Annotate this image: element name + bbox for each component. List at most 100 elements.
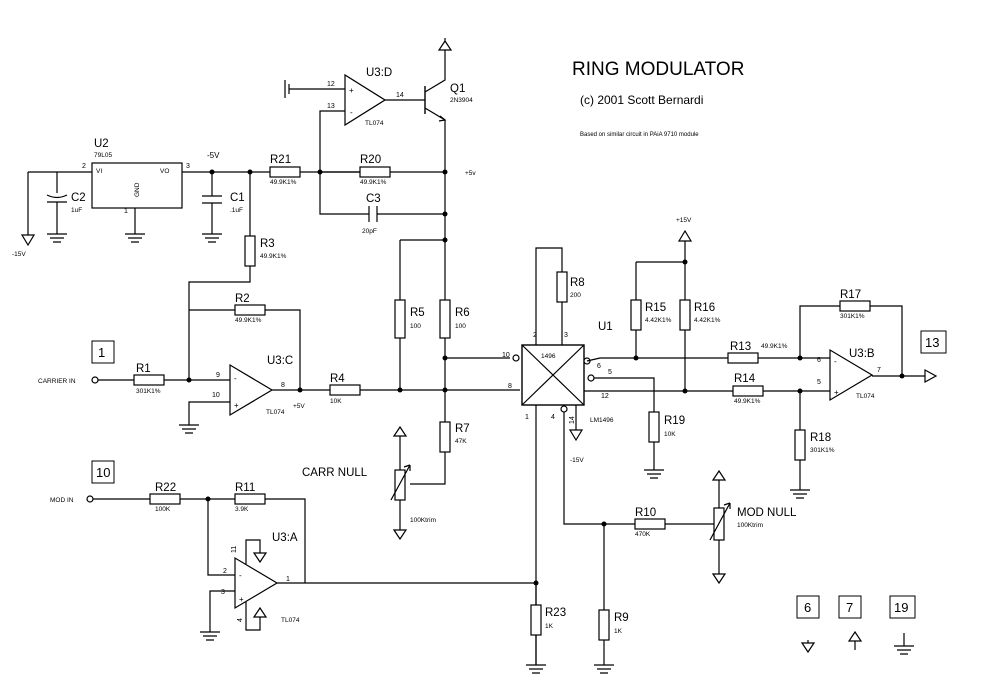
svg-text:2: 2 xyxy=(223,568,227,575)
resistor-r9: R9 1K xyxy=(598,609,629,641)
resistor-r17: R17 301K1% xyxy=(839,289,871,320)
svg-text:3.9K: 3.9K xyxy=(235,506,249,513)
svg-text:301K1%: 301K1% xyxy=(136,388,161,395)
svg-text:1: 1 xyxy=(525,414,529,421)
resistor-r14: R14 49.9K1% xyxy=(732,373,764,405)
svg-text:CARR NULL: CARR NULL xyxy=(302,467,368,479)
svg-text:+5v: +5v xyxy=(465,170,476,177)
opamp-u3a: - + 2 3 1 11 4 U3:A TL074 xyxy=(221,532,300,624)
svg-text:12: 12 xyxy=(327,81,335,88)
opamp-u3b: - + 6 5 7 U3:B TL074 xyxy=(817,348,881,402)
svg-text:49.9K1%: 49.9K1% xyxy=(260,253,287,260)
carr-null-trimmer: CARR NULL 100Ktrim xyxy=(302,425,436,541)
svg-text:13: 13 xyxy=(327,103,335,110)
svg-text:LM1496: LM1496 xyxy=(590,417,614,424)
svg-text:R18: R18 xyxy=(810,432,831,444)
svg-text:Q1: Q1 xyxy=(450,83,465,95)
capacitor-c2: C2 1uF xyxy=(46,172,86,243)
svg-text:2: 2 xyxy=(82,163,86,170)
svg-text:R2: R2 xyxy=(235,293,250,305)
svg-text:1K: 1K xyxy=(545,623,554,630)
svg-text:R23: R23 xyxy=(545,607,566,619)
svg-text:R6: R6 xyxy=(455,307,470,319)
resistor-r20: R20 49.9K1% xyxy=(359,154,391,186)
connector-carrier-box: 1 xyxy=(91,340,115,364)
svg-text:+5V: +5V xyxy=(293,403,305,410)
svg-text:19: 19 xyxy=(894,600,908,615)
svg-text:10K: 10K xyxy=(330,398,342,405)
resistor-r3: R3 49.9K1% xyxy=(244,235,287,267)
svg-text:8: 8 xyxy=(281,382,285,389)
modulator-u1: 1496 U1 LM1496 2 3 10 8 6 5 12 1 4 14 xyxy=(502,321,614,424)
resistor-r22: R22 100K xyxy=(149,482,181,513)
svg-text:6: 6 xyxy=(597,363,601,370)
svg-text:R8: R8 xyxy=(570,277,585,289)
resistor-r4: R4 10K xyxy=(329,373,361,405)
svg-text:R3: R3 xyxy=(260,238,275,250)
svg-text:R7: R7 xyxy=(455,423,470,435)
resistor-r11: R11 3.9K xyxy=(234,482,266,513)
svg-text:79L05: 79L05 xyxy=(94,152,112,159)
svg-text:4.42K1%: 4.42K1% xyxy=(645,317,672,324)
capacitor-c1: C1 .1uF xyxy=(202,172,245,243)
svg-text:4: 4 xyxy=(237,618,244,622)
svg-text:1496: 1496 xyxy=(541,353,556,360)
opamp-u3c: - + 9 10 8 U3:C TL074 xyxy=(212,355,293,417)
svg-text:100: 100 xyxy=(410,323,421,330)
connector-output-box: 13 xyxy=(920,330,947,354)
svg-text:GND: GND xyxy=(134,182,141,197)
capacitor-c3: C3 20pF xyxy=(362,193,381,235)
svg-text:301K1%: 301K1% xyxy=(840,313,865,320)
svg-text:3: 3 xyxy=(221,589,225,596)
neg15v-input-arrow: -15V xyxy=(12,234,36,258)
svg-text:R17: R17 xyxy=(840,289,861,301)
svg-text:R9: R9 xyxy=(614,612,629,624)
mod-null-trimmer: MOD NULL 100Ktrim xyxy=(709,469,797,585)
svg-text:100Ktrim: 100Ktrim xyxy=(410,517,436,524)
svg-text:20pF: 20pF xyxy=(362,228,377,235)
svg-text:13: 13 xyxy=(925,335,939,350)
svg-text:2N3904: 2N3904 xyxy=(450,97,473,104)
copyright-note: (c) 2001 Scott Bernardi xyxy=(580,93,703,107)
resistor-r6: R6 100 xyxy=(439,299,470,339)
svg-text:-: - xyxy=(350,108,353,117)
svg-text:1: 1 xyxy=(124,208,128,215)
svg-text:301K1%: 301K1% xyxy=(810,447,835,454)
svg-text:1: 1 xyxy=(286,576,290,583)
svg-text:R4: R4 xyxy=(330,373,345,385)
connector-pos-box: 7 xyxy=(838,595,863,650)
svg-text:TL074: TL074 xyxy=(856,393,875,400)
svg-text:TL074: TL074 xyxy=(365,120,384,127)
svg-text:2: 2 xyxy=(533,332,537,339)
diagram-title: RING MODULATOR xyxy=(572,59,744,80)
opamp-u3d: + - 12 13 14 U3:D TL074 xyxy=(327,67,404,127)
svg-text:4.42K1%: 4.42K1% xyxy=(694,317,721,324)
svg-text:47K: 47K xyxy=(455,438,467,445)
connector-gnd-box: 19 xyxy=(889,595,916,655)
svg-text:3: 3 xyxy=(564,332,568,339)
svg-text:5: 5 xyxy=(608,369,612,376)
resistor-r2: R2 49.9K1% xyxy=(234,293,266,324)
svg-text:+: + xyxy=(349,86,354,95)
resistor-r21: R21 49.9K1% xyxy=(269,154,301,186)
svg-text:12: 12 xyxy=(601,393,609,400)
svg-text:VO: VO xyxy=(160,168,169,175)
svg-text:C1: C1 xyxy=(230,192,245,204)
svg-text:U3:A: U3:A xyxy=(272,532,298,544)
svg-text:R21: R21 xyxy=(270,154,291,166)
svg-text:R19: R19 xyxy=(664,415,685,427)
svg-text:14: 14 xyxy=(396,92,404,99)
svg-text:U3:C: U3:C xyxy=(267,355,293,367)
svg-text:100: 100 xyxy=(455,323,466,330)
svg-text:U1: U1 xyxy=(598,321,613,333)
regulator-u2: U2 79L05 VI VO GND 2 3 1 xyxy=(82,138,190,215)
svg-text:U2: U2 xyxy=(94,138,109,150)
svg-text:TL074: TL074 xyxy=(281,617,300,624)
svg-text:R22: R22 xyxy=(155,482,176,494)
resistor-r15: R15 4.42K1% xyxy=(630,299,672,331)
resistor-r19: R19 10K xyxy=(648,411,685,443)
svg-text:R13: R13 xyxy=(730,341,751,353)
svg-text:C2: C2 xyxy=(71,192,86,204)
svg-text:49.9K1%: 49.9K1% xyxy=(761,343,788,350)
svg-text:+: + xyxy=(234,401,239,410)
